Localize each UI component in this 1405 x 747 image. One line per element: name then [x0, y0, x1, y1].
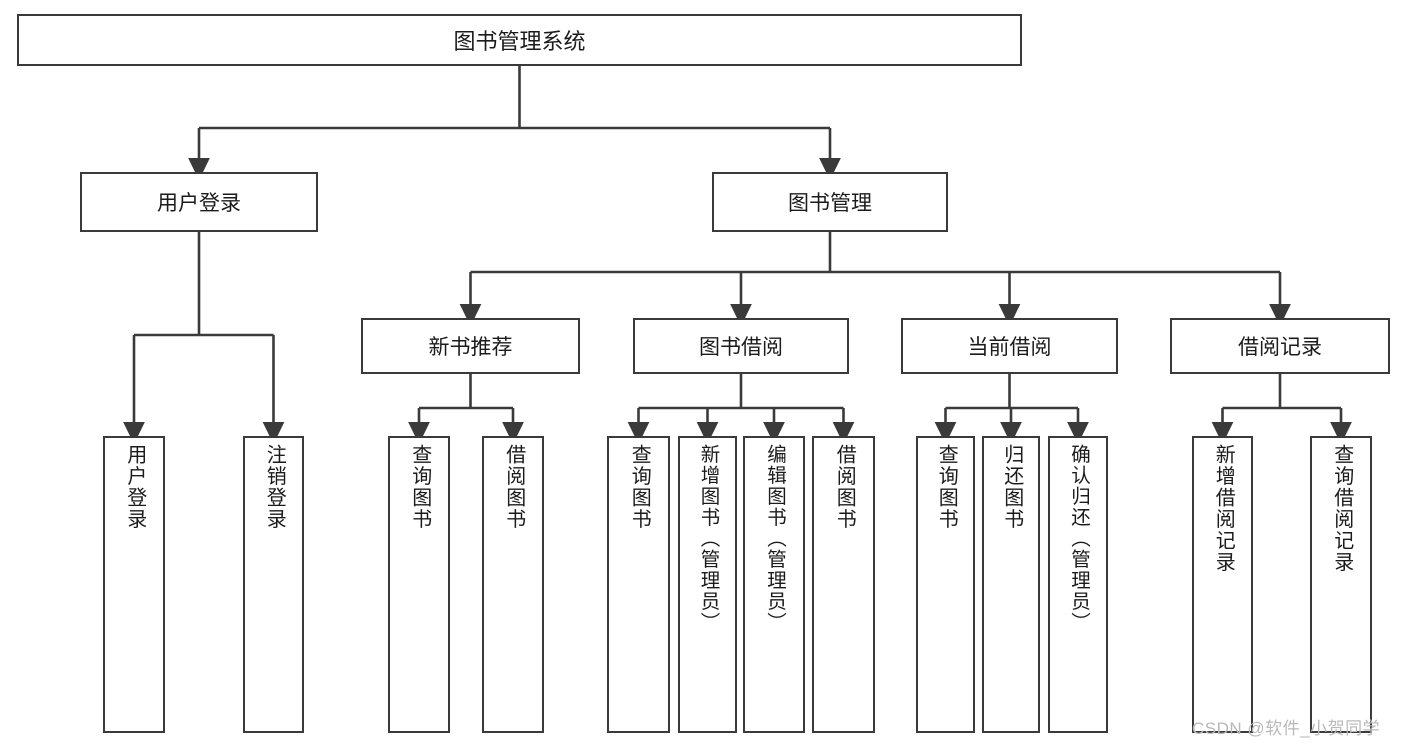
node-leaf-query-book-3-label: 查询图书: [935, 444, 958, 530]
node-leaf-query-book-2-label: 查询图书: [628, 444, 651, 530]
node-leaf-query-book-1-label: 查询图书: [408, 444, 431, 530]
node-leaf-return-book[interactable]: 归还图书: [982, 436, 1040, 733]
node-leaf-edit-book-admin-label: 编辑图书（管理员）: [763, 444, 786, 633]
node-user-login-label: 用户登录: [157, 192, 241, 215]
node-leaf-borrow-book-1-label: 借阅图书: [502, 444, 525, 530]
node-leaf-confirm-return-label: 确认归还（管理员）: [1067, 444, 1090, 633]
node-current-borrow[interactable]: 当前借阅: [901, 318, 1118, 374]
node-leaf-query-record-label: 查询借阅记录: [1330, 444, 1353, 573]
node-leaf-query-book-1[interactable]: 查询图书: [388, 436, 450, 733]
node-leaf-confirm-return[interactable]: 确认归还（管理员）: [1048, 436, 1108, 733]
node-leaf-edit-book-admin[interactable]: 编辑图书（管理员）: [743, 436, 805, 733]
node-leaf-query-book-2[interactable]: 查询图书: [607, 436, 670, 733]
node-leaf-borrow-book-2-label: 借阅图书: [833, 444, 856, 530]
node-leaf-user-login-label: 用户登录: [123, 444, 146, 530]
node-borrow-record-label: 借阅记录: [1238, 336, 1322, 359]
node-leaf-return-book-label: 归还图书: [1000, 444, 1023, 530]
node-current-borrow-label: 当前借阅: [967, 336, 1052, 359]
node-leaf-user-login[interactable]: 用户登录: [103, 436, 165, 733]
node-user-login[interactable]: 用户登录: [80, 172, 318, 232]
node-new-book-recommend[interactable]: 新书推荐: [361, 318, 580, 374]
node-leaf-add-record-label: 新增借阅记录: [1212, 444, 1235, 573]
node-root-label: 图书管理系统: [453, 29, 586, 54]
node-leaf-logout-label: 注销登录: [263, 444, 286, 530]
node-leaf-borrow-book-2[interactable]: 借阅图书: [812, 436, 875, 733]
node-root[interactable]: 图书管理系统: [17, 14, 1022, 66]
node-leaf-logout[interactable]: 注销登录: [243, 436, 304, 733]
node-leaf-query-record[interactable]: 查询借阅记录: [1310, 436, 1372, 733]
node-leaf-borrow-book-1[interactable]: 借阅图书: [482, 436, 544, 733]
node-book-management[interactable]: 图书管理: [712, 172, 948, 232]
node-leaf-add-record[interactable]: 新增借阅记录: [1192, 436, 1253, 733]
node-book-borrow[interactable]: 图书借阅: [633, 318, 849, 374]
node-book-management-label: 图书管理: [788, 192, 872, 215]
node-leaf-add-book-admin-label: 新增图书（管理员）: [696, 444, 719, 633]
node-leaf-add-book-admin[interactable]: 新增图书（管理员）: [678, 436, 737, 733]
node-book-borrow-label: 图书借阅: [699, 336, 783, 359]
node-leaf-query-book-3[interactable]: 查询图书: [916, 436, 975, 733]
node-new-book-recommend-label: 新书推荐: [428, 336, 513, 359]
node-borrow-record[interactable]: 借阅记录: [1170, 318, 1390, 374]
csdn-watermark: CSDN @软件_小贺同学: [1192, 719, 1381, 738]
